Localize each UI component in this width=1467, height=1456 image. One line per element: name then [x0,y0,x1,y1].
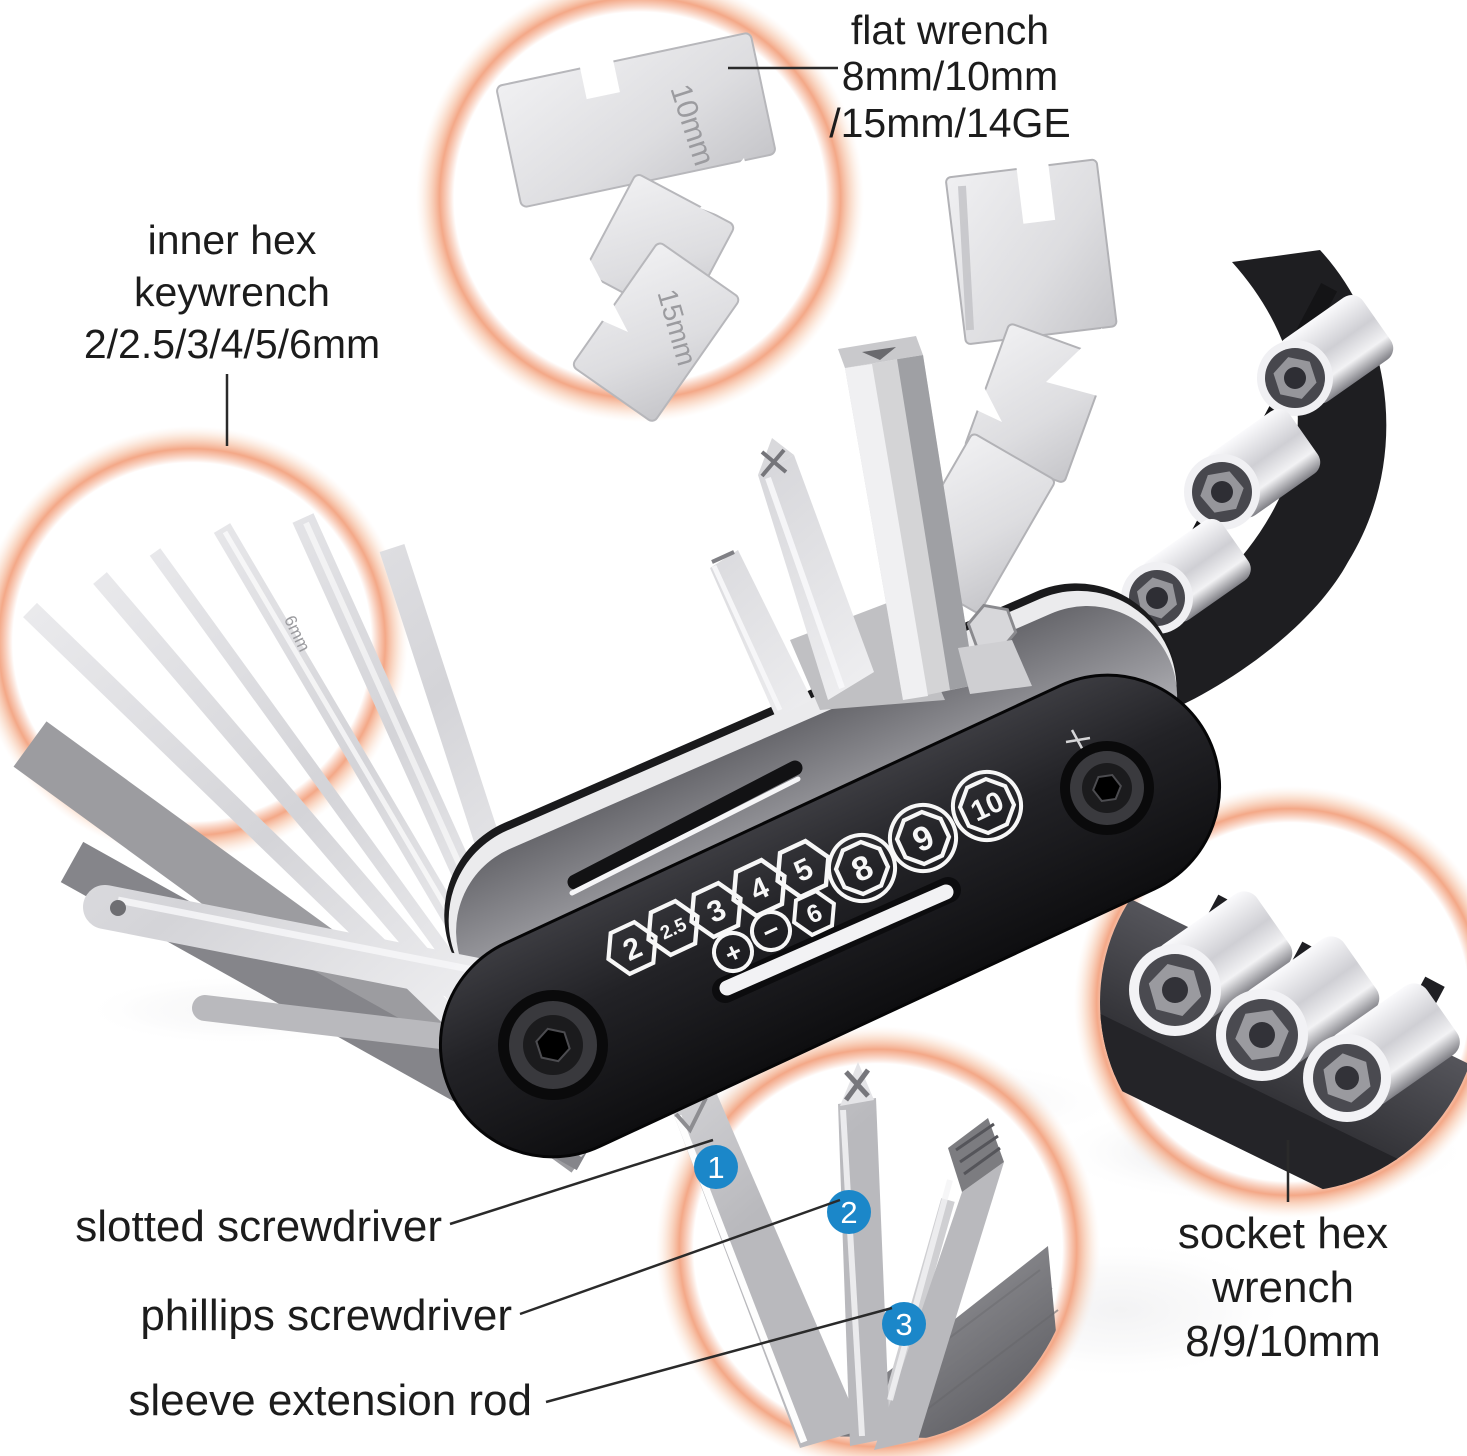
slotted-bit [710,550,812,718]
label-flat-wrench: flat wrench 8mm/10mm /15mm/14GE [829,7,1071,146]
label-flat-wrench-line3: /15mm/14GE [829,100,1071,146]
inset-sockets [1074,786,1467,1218]
label-socket-line1: socket hex [1178,1209,1388,1258]
label-inner-hex-line1: inner hex [148,217,317,263]
socket-10mm [1303,983,1460,1122]
socket-9mm [1216,936,1380,1081]
socket-arm [1118,250,1394,718]
body-slot [719,884,954,996]
pivot-bolt-right [1060,741,1154,835]
label-inner-hex-line3: 2/2.5/3/4/5/6mm [84,321,380,367]
inset-flat-wrench: 10mm 15mm [416,0,864,422]
label-sleeve: sleeve extension rod [128,1376,532,1425]
center-bits [710,336,1032,718]
hex-rod [838,336,975,700]
sockets-magnified [1100,891,1467,1192]
multitool: 2 2.5 3 4 5 [83,156,1394,1159]
label-flat-wrench-line2: 8mm/10mm [842,53,1058,99]
pivot-bolt-left [498,990,608,1100]
label-inner-hex-line2: keywrench [134,269,330,315]
label-inner-hex: inner hex keywrench 2/2.5/3/4/5/6mm [84,217,380,367]
label-slotted: slotted screwdriver [75,1202,442,1251]
socket-small-2 [1184,409,1321,530]
callout-line-phillips [519,1198,841,1316]
socket-8mm [1129,891,1293,1036]
plate-slot [567,760,803,890]
label-flat-wrench-line1: flat wrench [851,7,1049,53]
label-socket-hex: socket hex wrench 8/9/10mm [1178,1209,1388,1366]
marker-3-number: 3 [895,1307,912,1342]
numbered-markers: 1 2 3 [694,1145,926,1346]
marker-1: 1 [694,1145,738,1189]
marker-3: 3 [882,1302,926,1346]
callout-line-slotted [449,1138,714,1226]
sleeve-extension-rod-bit [874,1162,1004,1450]
socket-small-1 [1257,295,1394,416]
marker-2: 2 [827,1190,871,1234]
front-body: 2 2.5 3 4 5 [438,673,1222,1159]
callout-line-sleeve [545,1306,893,1404]
phillips-screwdriver-bit [838,1098,890,1446]
marker-1-number: 1 [707,1150,724,1185]
marker-2-number: 2 [840,1195,857,1230]
phillips-bit [758,455,874,700]
flat-wrench-magnified: 10mm 15mm [496,19,776,422]
callout-lines [225,66,1290,1404]
label-socket-line3: 8/9/10mm [1185,1317,1381,1366]
label-phillips: phillips screwdriver [140,1291,512,1340]
labels: flat wrench 8mm/10mm /15mm/14GE inner he… [75,7,1388,1425]
label-socket-line2: wrench [1211,1263,1354,1312]
